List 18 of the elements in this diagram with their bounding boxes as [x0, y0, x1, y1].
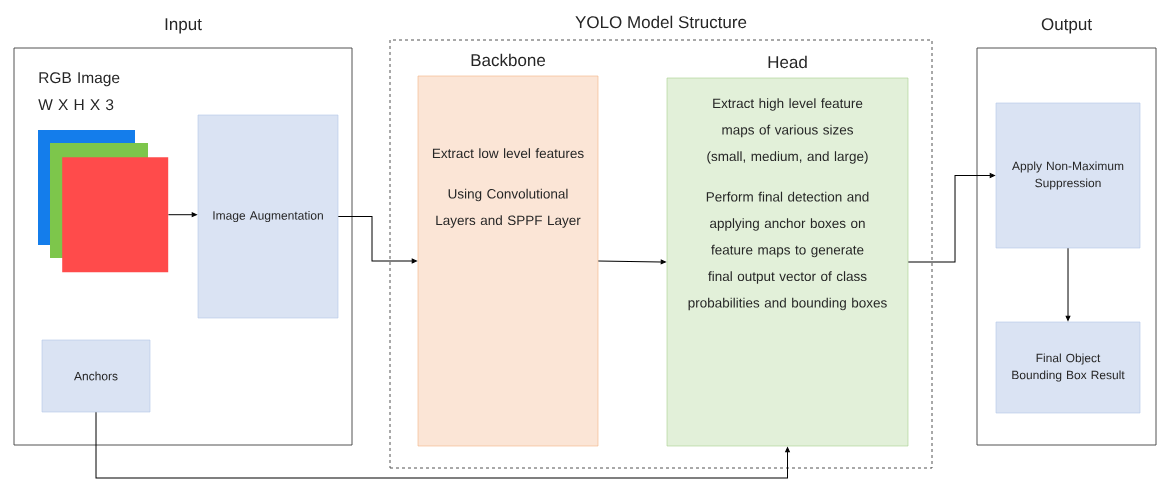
arrow — [167, 212, 197, 218]
arrow — [597, 259, 666, 265]
process-box: Final Object Bounding Box Result — [995, 321, 1141, 414]
image-label: RGB Image W X H X 3 — [38, 72, 120, 111]
section-title: YOLO Model Structure — [575, 15, 747, 29]
arrow — [1065, 247, 1071, 321]
box-text: Extract low level features Using Convolutional Layers and SPPF Layer — [432, 148, 584, 228]
box-title: Backbone — [471, 53, 546, 67]
section-title: Output — [1041, 18, 1092, 34]
box-text: Extract high level feature maps of various sizes (small, medium, and large) Perform final detection and applying anchor boxes on feature maps to generate final output vector of class probabilities and bounding boxes — [688, 98, 887, 311]
section-title: Input — [165, 18, 202, 34]
process-box: Anchors — [41, 339, 151, 413]
arrow — [907, 173, 995, 263]
process-box: Image Augmentation — [197, 114, 339, 319]
arrow — [95, 411, 790, 479]
process-box: Apply Non-Maximum Suppression — [995, 102, 1141, 249]
arrow — [337, 216, 417, 264]
box-title: Head — [768, 55, 807, 69]
